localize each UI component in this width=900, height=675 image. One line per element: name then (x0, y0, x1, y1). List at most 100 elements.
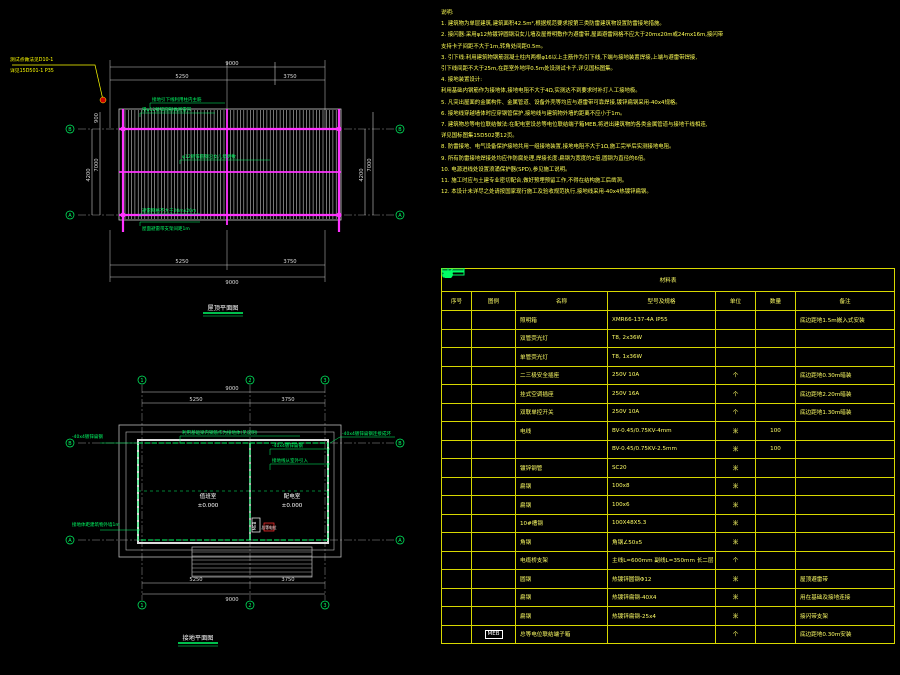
cell-name: 双管荧光灯 (515, 328, 608, 348)
cell-spec: BV-0.45/0.75KV-4mm (607, 421, 716, 441)
notes-line: 引下线间距不大于25m,在距室外地坪0.5m处设测试卡子,详见国标图集。 (441, 66, 616, 73)
cell-qty (755, 495, 796, 515)
cell-icon (471, 310, 516, 330)
roof-dim-top-total: 9000 (225, 61, 238, 67)
notes-line: 2. 接闪器:采用φ12热镀锌圆钢沿女儿墙及屋脊明敷作为避雷带,屋面避雷网格不应… (441, 32, 724, 39)
cell-spec: 100X48X5.3 (607, 513, 716, 533)
design-notes: 说明: 1. 建筑物为单层建筑,建筑面积42.5m²,根据规范要求按第三类防雷建… (441, 8, 893, 198)
cell-qty (755, 384, 796, 404)
cell-name: 总等电位联结端子箱 (515, 624, 608, 644)
roof-callout-4: 避雷网格不大于20mx20m (142, 207, 196, 214)
ground-axis-a-left: A (68, 538, 72, 544)
grounding-plan (78, 385, 395, 647)
cell-no (441, 532, 472, 552)
cell-spec: 250V 10A (607, 365, 716, 385)
ground-meb-mark: MEB (252, 521, 257, 530)
cell-qty (755, 606, 796, 626)
roof-dim-left-2: 7000 (94, 158, 100, 171)
cell-note (794, 439, 896, 459)
notes-line: 1. 建筑物为单层建筑,建筑面积42.5m²,根据规范要求按第三类防雷建筑物设置… (441, 21, 665, 28)
cell-icon (471, 532, 516, 552)
ground-meb-label: 总等电位 (261, 525, 276, 530)
roof-dim-left-1: 4200 (86, 168, 92, 181)
notes-line: 12. 本设计未详尽之处请按国家现行施工及验收规范执行,接地线采用-40x4热镀… (441, 189, 652, 196)
cell-note (794, 476, 896, 496)
cell-spec: 角钢∠50x5 (607, 532, 716, 552)
ground-dim-top-total: 9000 (225, 386, 238, 392)
cell-icon (471, 458, 516, 478)
cell-name: 扁钢 (515, 476, 608, 496)
notes-line: 9. 所有防雷接地焊接处均应作防腐处理,焊接长度:扁钢为宽度的2倍,圆钢为直径的… (441, 155, 649, 162)
cell-icon (471, 495, 516, 515)
cell-note (794, 347, 896, 367)
cell-note: 用在基础及接地连接 (794, 587, 896, 607)
room-duty-level: ±0.000 (198, 503, 219, 509)
cell-no (441, 624, 472, 644)
cell-name: 10#槽钢 (515, 513, 608, 533)
cell-icon: MEB (471, 624, 516, 644)
roof-dim-bottom-left: 5250 (175, 259, 188, 265)
cell-note: 底边距地0.30m暗装 (794, 365, 896, 385)
ground-axis-3-bottom: 3 (323, 603, 326, 609)
cell-icon (441, 268, 516, 367)
cell-spec: SC20 (607, 458, 716, 478)
room-duty: 值班室 (200, 492, 217, 500)
cell-qty (755, 458, 796, 478)
cell-icon (471, 569, 516, 589)
cell-note: 底边距地0.30m安装 (794, 624, 896, 644)
cell-spec: BV-0.45/0.75KV-2.5mm (607, 439, 716, 459)
cell-no (441, 365, 472, 385)
cell-unit: 个 (715, 384, 756, 404)
roof-leader-note-1: 测试点做法见D10-1 (10, 56, 53, 63)
meb-box-icon: MEB (484, 629, 503, 639)
cell-no (441, 550, 472, 570)
roof-dim-top-left: 5250 (175, 74, 188, 80)
cell-spec: XMR66-137-4A IP55 (607, 310, 716, 330)
cell-spec: 250V 10A (607, 402, 716, 422)
col-no: 序号 (441, 291, 472, 311)
col-qty: 数量 (755, 291, 796, 311)
notes-line: 4. 接地装置设计: (441, 77, 483, 84)
notes-line: 8. 防雷接地、电气设备保护接地共用一组接地装置,接地电阻不大于1Ω,施工完毕后… (441, 144, 675, 151)
ground-dim-top-right: 3750 (281, 397, 294, 403)
ground-dim-bottom-total: 9000 (225, 597, 238, 603)
ground-dim-bottom-right: 3750 (281, 577, 294, 583)
cell-qty: 100 (755, 439, 796, 459)
cell-icon (471, 513, 516, 533)
cell-icon (442, 268, 516, 422)
notes-line: 10. 电源进线处设置浪涌保护器(SPD),参见施工说明。 (441, 166, 571, 173)
cell-spec (607, 624, 716, 644)
cell-note: 屋顶避雷带 (794, 569, 896, 589)
notes-heading: 说明: (441, 10, 454, 16)
cell-name: 双联单控开关 (515, 402, 608, 422)
cell-name: 二三极安全插座 (515, 365, 608, 385)
cell-name: 镀锌钢管 (515, 458, 608, 478)
cell-note: 接闪带支架 (794, 606, 896, 626)
cell-note (794, 328, 896, 348)
cell-name: 电缆桥支架 (515, 550, 608, 570)
notes-line: 6. 接地线穿越墙体时应穿钢管保护,接地线与建筑物外墙的距离不应小于1m。 (441, 110, 626, 117)
ground-dim-bottom-left: 5250 (189, 577, 202, 583)
cell-name: 挂式空调插座 (515, 384, 608, 404)
notes-line: 详见国标图集15D502第12页。 (441, 133, 518, 140)
col-icon: 图例 (471, 291, 516, 311)
cell-no (441, 606, 472, 626)
cell-unit: 个 (715, 365, 756, 385)
cell-spec: 热镀锌圆钢Φ12 (607, 569, 716, 589)
cell-name: 电线 (515, 421, 608, 441)
roof-plan (12, 60, 395, 317)
col-unit: 单位 (715, 291, 756, 311)
roof-dim-left-small: 900 (94, 113, 100, 123)
cell-unit: 米 (715, 458, 756, 478)
roof-callout-3: φ12镀锌圆钢沿女儿墙明敷 (182, 153, 236, 160)
col-spec: 型号及规格 (607, 291, 716, 311)
ground-axis-3-top: 3 (323, 378, 326, 384)
cell-note: 底边距地2.20m暗装 (794, 384, 896, 404)
cell-note (794, 458, 896, 478)
